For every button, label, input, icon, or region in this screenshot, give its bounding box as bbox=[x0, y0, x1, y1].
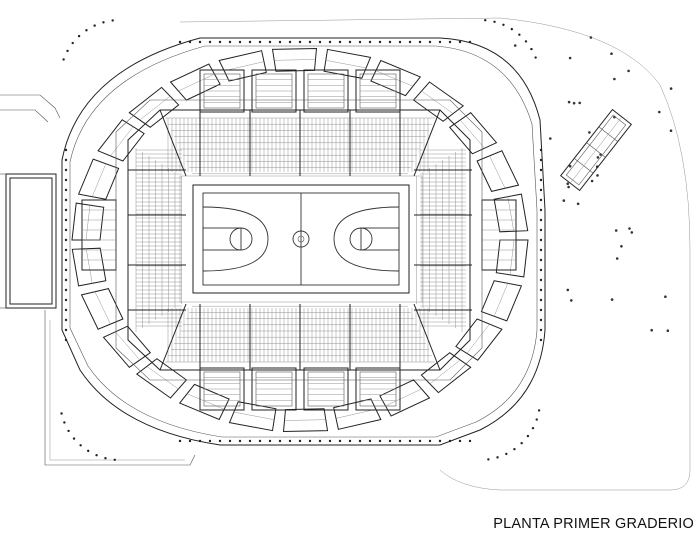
basketball-court bbox=[179, 175, 423, 303]
seat-rows bbox=[135, 117, 466, 363]
landscape-trees bbox=[513, 36, 673, 333]
entry-blocks bbox=[81, 69, 517, 411]
vomitories bbox=[128, 109, 472, 371]
east-pavilion bbox=[559, 108, 633, 192]
site-boundary bbox=[179, 17, 691, 491]
drawing-caption: PLANTA PRIMER GRADERIO bbox=[493, 516, 694, 532]
building-envelope bbox=[61, 37, 546, 446]
perimeter-columns bbox=[60, 19, 543, 461]
concourse-rooms bbox=[71, 47, 529, 433]
west-access-bridge bbox=[0, 94, 196, 466]
